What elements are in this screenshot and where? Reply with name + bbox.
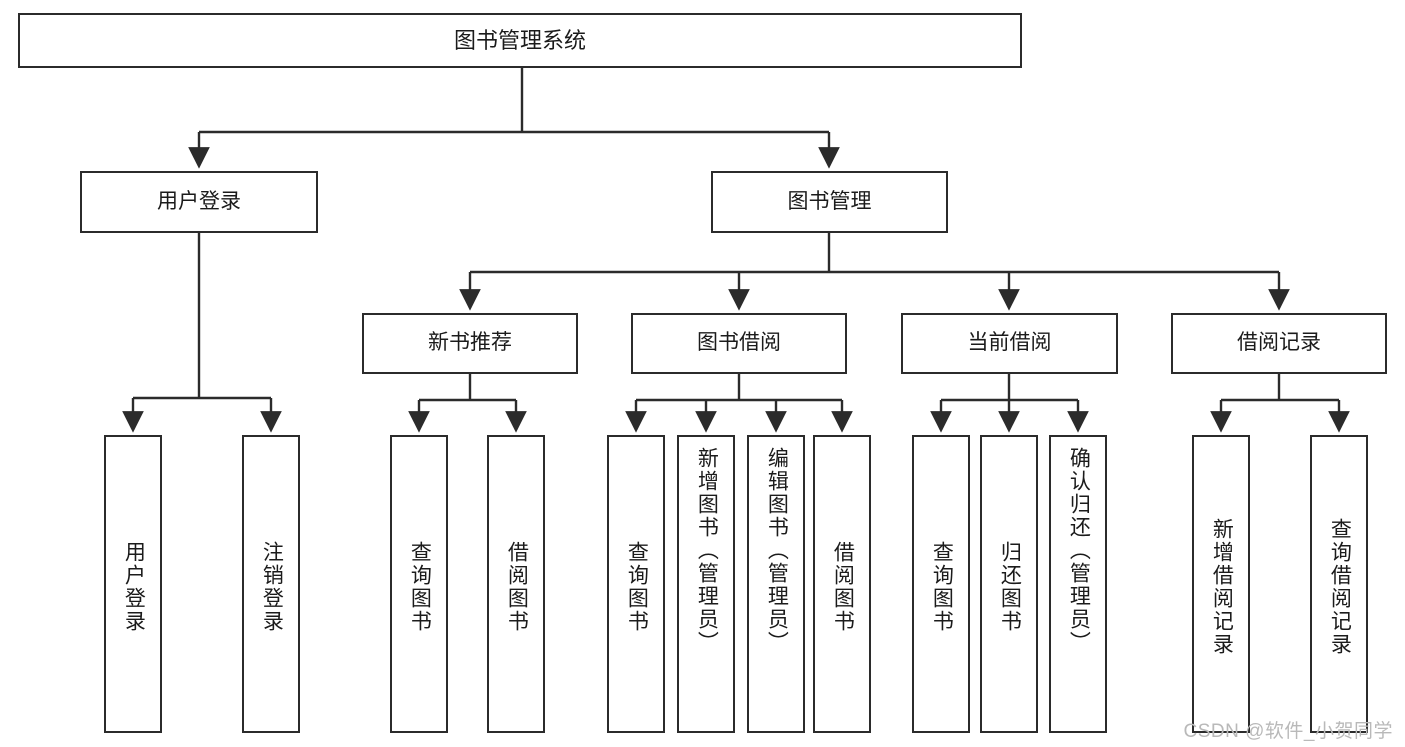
node-label: 当前借阅 — [967, 331, 1052, 355]
node-leaf-logout[interactable]: 注销登录 — [242, 435, 300, 733]
node-borrow-record[interactable]: 借阅记录 — [1171, 313, 1387, 374]
node-current-borrow[interactable]: 当前借阅 — [901, 313, 1118, 374]
node-leaf-query-book-borrow[interactable]: 查询图书 — [607, 435, 665, 733]
node-label: 查询图书 — [930, 541, 954, 633]
node-book-borrow[interactable]: 图书借阅 — [631, 313, 847, 374]
node-label: 借阅图书 — [831, 541, 855, 633]
node-user-login[interactable]: 用户登录 — [80, 171, 318, 233]
node-label: 新书推荐 — [428, 331, 512, 355]
node-label: 查询图书 — [408, 541, 432, 633]
node-label: 图书管理系统 — [453, 27, 586, 53]
node-label: 借阅记录 — [1237, 331, 1321, 355]
node-leaf-edit-book-admin[interactable]: 编辑图书（管理员） — [747, 435, 805, 733]
node-leaf-confirm-return-admin[interactable]: 确认归还（管理员） — [1049, 435, 1107, 733]
node-label: 查询图书 — [625, 541, 649, 633]
node-label: 借阅图书 — [505, 541, 529, 633]
node-label: 编辑图书（管理员） — [765, 447, 789, 654]
node-label: 图书借阅 — [697, 331, 781, 355]
node-leaf-query-book-recommend[interactable]: 查询图书 — [390, 435, 448, 733]
watermark: CSDN @软件_小贺同学 — [1183, 721, 1393, 742]
node-leaf-add-borrow-record[interactable]: 新增借阅记录 — [1192, 435, 1250, 733]
node-label: 查询借阅记录 — [1328, 518, 1352, 656]
node-label: 归还图书 — [998, 541, 1022, 633]
node-leaf-add-book-admin[interactable]: 新增图书（管理员） — [677, 435, 735, 733]
node-leaf-borrow-book-recommend[interactable]: 借阅图书 — [487, 435, 545, 733]
node-label: 图书管理 — [787, 189, 872, 213]
node-label: 确认归还（管理员） — [1067, 447, 1091, 654]
node-label: 注销登录 — [260, 541, 284, 633]
node-leaf-query-book-current[interactable]: 查询图书 — [912, 435, 970, 733]
node-leaf-return-book[interactable]: 归还图书 — [980, 435, 1038, 733]
node-label: 用户登录 — [122, 541, 146, 633]
node-leaf-user-login[interactable]: 用户登录 — [104, 435, 162, 733]
node-label: 新增图书（管理员） — [695, 447, 719, 654]
node-new-book-recommend[interactable]: 新书推荐 — [362, 313, 578, 374]
node-label: 用户登录 — [157, 189, 241, 213]
node-book-management[interactable]: 图书管理 — [711, 171, 948, 233]
node-leaf-query-borrow-record[interactable]: 查询借阅记录 — [1310, 435, 1368, 733]
node-label: 新增借阅记录 — [1210, 518, 1234, 656]
node-root-book-management-system[interactable]: 图书管理系统 — [18, 13, 1022, 68]
node-leaf-borrow-book-borrow[interactable]: 借阅图书 — [813, 435, 871, 733]
